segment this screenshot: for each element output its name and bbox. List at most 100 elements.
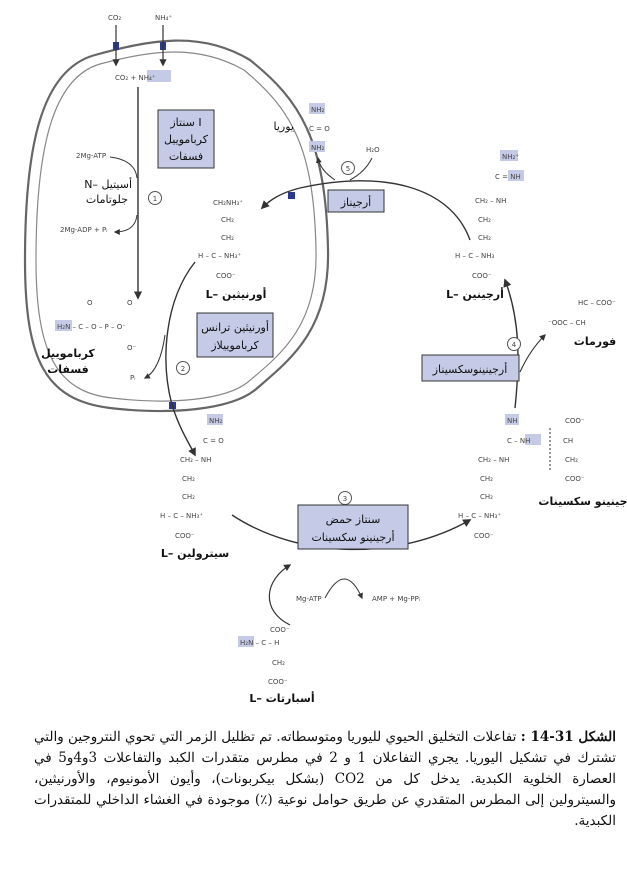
argininosuccinate-name: جينينو سكسينات <box>538 495 627 508</box>
svg-text:C = O: C = O <box>309 125 330 133</box>
aspartate-name: L– أسبارتات <box>249 691 314 705</box>
co2-label: CO₂ <box>108 14 121 22</box>
svg-text:COO⁻: COO⁻ <box>472 272 492 280</box>
step-2-circle <box>176 361 190 375</box>
svg-text:NH: NH <box>507 417 518 425</box>
step-4-circle <box>507 337 521 351</box>
svg-text:CH₂ – NH: CH₂ – NH <box>475 197 506 205</box>
enzyme-asl-label: أرجينينوسكسيناز <box>432 362 508 376</box>
enzyme-cps1-box <box>157 109 215 169</box>
svg-text:NH₂: NH₂ <box>311 144 325 152</box>
enzyme-otc-line1: أورنيثين ترانس <box>201 320 269 334</box>
nh4-highlight <box>147 70 171 82</box>
pi-label: Pᵢ <box>130 374 135 382</box>
svg-text:CH₂: CH₂ <box>182 475 195 483</box>
carbamoyl-p-name-line2: فسفات <box>47 363 89 376</box>
h2o-label: H₂O <box>366 146 380 154</box>
enzyme-otc-box <box>196 312 274 358</box>
atp2-label: 2Mg-ATP <box>76 152 106 160</box>
atp-amp-curve <box>324 578 363 600</box>
enzyme-otc-line2: كرباموييلاز <box>210 339 259 352</box>
step2-arrow <box>165 261 196 457</box>
enzyme-arginase-label: أرجيناز <box>340 195 371 209</box>
enzyme-asl-box <box>421 354 520 382</box>
svg-text:CH₂: CH₂ <box>480 475 493 483</box>
svg-text:COO⁻: COO⁻ <box>270 626 290 634</box>
arginine-structure: NH₂⁺ C = NH CH₂ – NH CH₂ CH₂ H – C – NH₃… <box>455 150 524 280</box>
caption-text: تفاعلات التخليق الحيوي لليوريا ومتوسطاته… <box>34 729 616 829</box>
adp2-label: 2Mg-ADP + Pᵢ <box>60 226 108 234</box>
fumarate-name: فورمات <box>574 335 616 348</box>
svg-text:O: O <box>87 299 93 307</box>
svg-text:CH₂ – NH: CH₂ – NH <box>180 456 211 464</box>
ornithine-structure: CH₂NH₃⁺ CH₂ CH₂ H – C – NH₃⁺ COO⁻ <box>198 199 243 280</box>
svg-text:O⁻: O⁻ <box>127 344 137 352</box>
nh4-label: NH₄⁺ <box>155 14 172 22</box>
svg-text:COO⁻: COO⁻ <box>216 272 236 280</box>
step-1-circle <box>148 191 162 205</box>
caption-label: الشكل 31-14 : <box>520 729 616 745</box>
svg-text:C = O: C = O <box>203 437 224 445</box>
nag-line2: جلوتامات <box>86 193 128 206</box>
svg-text:COO⁻: COO⁻ <box>565 475 585 483</box>
svg-text:COO⁻: COO⁻ <box>175 532 195 540</box>
step-5-number: 5 <box>346 165 350 173</box>
atp2-curve <box>109 156 138 179</box>
svg-text:⁻OOC – CH: ⁻OOC – CH <box>548 319 586 327</box>
nag-line1: N– أسيتيل <box>84 177 132 191</box>
svg-text:CH: CH <box>563 437 573 445</box>
svg-text:H – C – NH₃⁺: H – C – NH₃⁺ <box>160 512 203 520</box>
svg-text:COO⁻: COO⁻ <box>474 532 494 540</box>
enzyme-arginase-box <box>327 189 385 213</box>
carbamoyl-phosphate-structure: H₂N – C – O – P – O⁻ O O O⁻ <box>55 299 137 352</box>
pi-curve <box>143 334 166 379</box>
argininosuccinate-structure: NH C – NH COO⁻ CH CH₂ COO⁻ CH₂ – NH CH₂ … <box>458 414 585 540</box>
svg-text:CH₂: CH₂ <box>182 493 195 501</box>
ornithine-name: L– أورنيثين <box>206 287 267 301</box>
aspartate-entry-arrow <box>268 564 292 626</box>
figure-caption: الشكل 31-14 : تفاعلات التخليق الحيوي للي… <box>34 727 616 832</box>
arginine-name: L– أرجينين <box>446 287 504 301</box>
citrulline-name: L– سيترولين <box>161 547 229 560</box>
svg-text:NH₂: NH₂ <box>311 106 325 114</box>
carbamoyl-p-name-line1: كرباموييل <box>41 347 95 360</box>
enzyme-ass-box <box>297 504 409 550</box>
svg-text:NH₂: NH₂ <box>209 417 223 425</box>
svg-text:CH₂: CH₂ <box>272 659 285 667</box>
svg-text:H – C – NH₃⁺: H – C – NH₃⁺ <box>458 512 501 520</box>
h2o-curve <box>349 157 373 181</box>
urea-cycle-diagram: CO₂ NH₄⁺ CO₂ + NH₄⁺ سنتاز I كرباموييل فس… <box>23 14 627 705</box>
aspartate-structure: COO⁻ H₂N – C – H CH₂ COO⁻ <box>238 626 290 686</box>
urea-structure: NH₂ C = O NH₂ <box>309 103 330 152</box>
fumarate-release-arrow <box>519 334 546 373</box>
urea-release-curve <box>315 156 336 181</box>
mitochondrion-membrane <box>23 39 330 413</box>
step-4-number: 4 <box>512 341 517 349</box>
svg-text:C = NH: C = NH <box>495 173 521 181</box>
step5-arrow <box>260 180 471 241</box>
enzyme-ass-line2: أرجينينو سكسينات <box>311 530 394 544</box>
svg-text:CH₂NH₃⁺: CH₂NH₃⁺ <box>213 199 243 207</box>
citrulline-structure: NH₂ C = O CH₂ – NH CH₂ CH₂ H – C – NH₃⁺ … <box>160 414 224 540</box>
svg-text:H₂N – C – O – P – O⁻: H₂N – C – O – P – O⁻ <box>57 323 126 331</box>
co2-nh4-label: CO₂ + NH₄⁺ <box>115 74 156 82</box>
svg-text:O: O <box>127 299 133 307</box>
mgatp-label: Mg-ATP <box>296 595 322 603</box>
step-5-circle <box>341 161 355 175</box>
svg-text:H – C – NH₃: H – C – NH₃ <box>455 252 495 260</box>
step-2-number: 2 <box>181 365 185 373</box>
enzyme-cps1-line2: كرباموييل <box>164 133 209 146</box>
svg-text:NH₂⁺: NH₂⁺ <box>502 153 519 161</box>
svg-text:COO⁻: COO⁻ <box>565 417 585 425</box>
svg-text:H – C – NH₃⁺: H – C – NH₃⁺ <box>198 252 241 260</box>
svg-text:CH₂: CH₂ <box>565 456 578 464</box>
svg-text:H₂N – C – H: H₂N – C – H <box>240 639 279 647</box>
svg-text:CH₂: CH₂ <box>221 216 234 224</box>
adp2-curve <box>113 214 138 235</box>
svg-text:C – NH: C – NH <box>507 437 530 445</box>
fumarate-structure: HC – COO⁻ ⁻OOC – CH <box>548 299 616 327</box>
enzyme-cps1-line1: سنتاز I <box>169 116 201 129</box>
svg-text:CH₂: CH₂ <box>478 234 491 242</box>
svg-text:CH₂: CH₂ <box>221 234 234 242</box>
urea-name: يوريا <box>274 120 294 133</box>
